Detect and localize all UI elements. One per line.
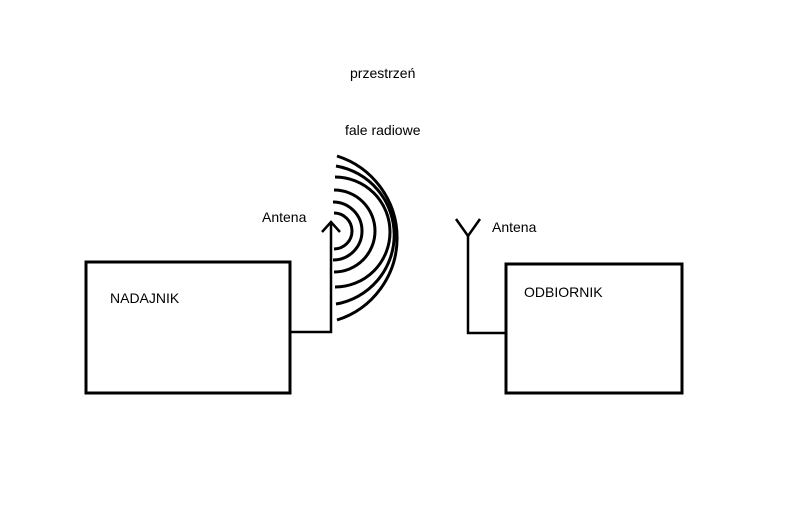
wave-arc-5 <box>335 164 396 306</box>
receiver-wire <box>466 236 506 335</box>
radio-waves <box>332 154 399 322</box>
transmitter-box <box>84 260 292 395</box>
receiver-label: ODBIORNIK <box>524 284 603 300</box>
wave-arc-2 <box>332 200 364 262</box>
wave-arc-1 <box>333 211 354 251</box>
receiver-antenna <box>454 218 482 239</box>
receiver-antenna-label: Antena <box>492 219 537 235</box>
wave-arc-6 <box>336 154 399 322</box>
wave-arc-4 <box>334 175 392 289</box>
space-label: przestrzeń <box>350 65 415 81</box>
receiver-box <box>504 262 684 395</box>
transmitter-wire <box>290 222 333 334</box>
radio-waves-label: fale radiowe <box>345 122 421 138</box>
transmitter-antenna <box>321 220 341 233</box>
wave-arc-3 <box>333 188 377 274</box>
transmitter-label: NADAJNIK <box>110 290 180 306</box>
transmitter-antenna-label: Antena <box>262 209 307 225</box>
